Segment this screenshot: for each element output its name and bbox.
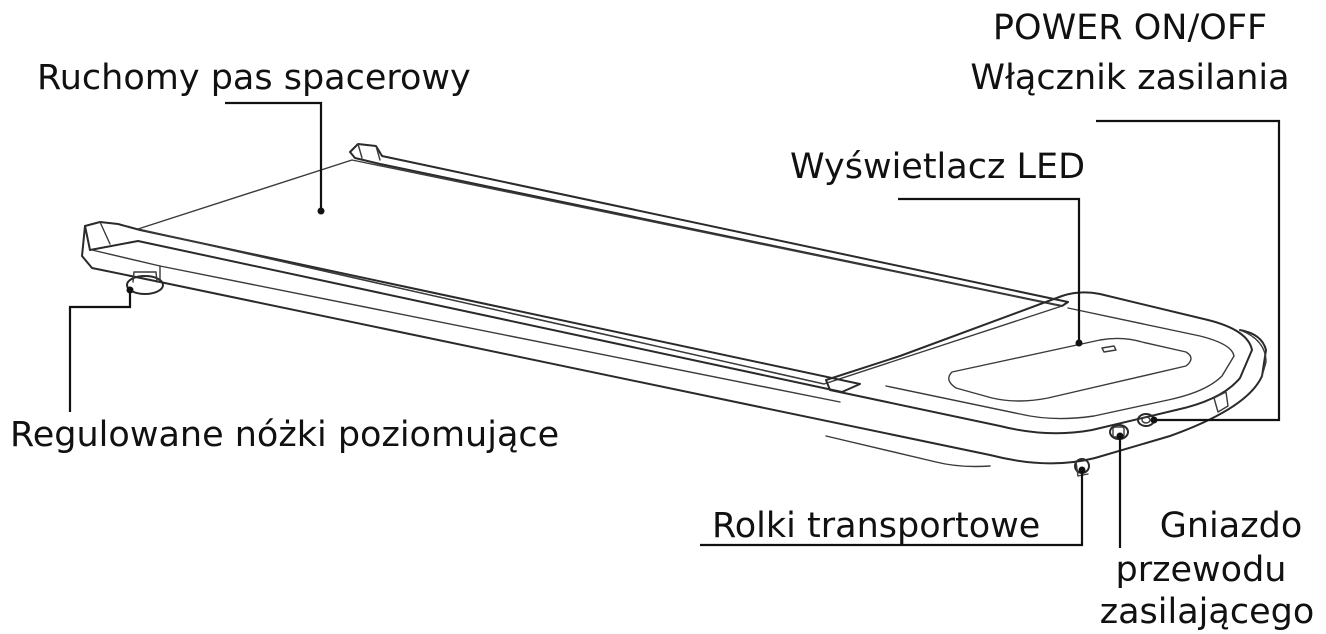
label-display: Wyświetlacz LED	[790, 147, 1086, 187]
leader-lines	[68, 101, 1281, 548]
front-rail	[84, 221, 861, 393]
back-rail	[349, 143, 1069, 307]
frame-side	[81, 225, 1267, 465]
label-wheels: Rolki transportowe	[712, 506, 1041, 546]
leader-feet	[68, 290, 132, 412]
label-feet: Regulowane nóżki poziomujące	[10, 415, 560, 455]
display-logo	[1101, 345, 1117, 353]
motor-hood	[825, 291, 1253, 435]
leader-belt	[225, 101, 323, 211]
leader-power	[1096, 119, 1281, 422]
led-display	[948, 337, 1192, 402]
label-belt: Ruchomy pas spacerowy	[37, 58, 471, 98]
leader-display	[898, 197, 1081, 343]
label-power-line1: POWER ON/OFF	[992, 8, 1268, 48]
label-socket-line2: przewodu	[1115, 550, 1287, 590]
label-socket-line1: Gniazdo	[1159, 506, 1303, 546]
treadmill-illustration	[81, 143, 1267, 477]
leveling-foot	[126, 271, 164, 295]
leader-wheels	[700, 470, 1084, 547]
label-socket-line3: zasilającego	[1099, 592, 1315, 632]
label-power-line2: Włącznik zasilania	[970, 58, 1290, 98]
